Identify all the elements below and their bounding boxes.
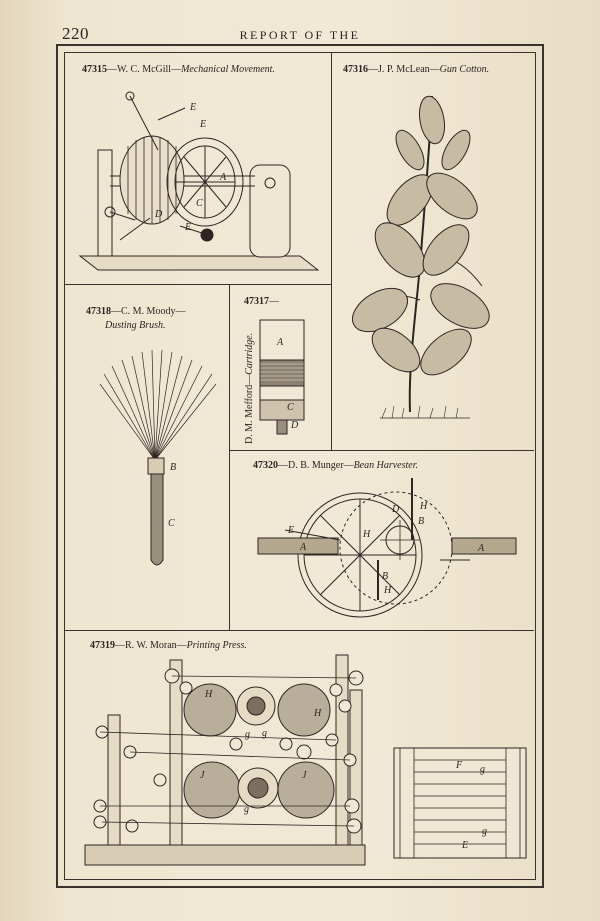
drawing-label: A bbox=[299, 542, 307, 553]
figure-caption-47319: 47319—R. W. Moran—Printing Press. bbox=[90, 640, 247, 651]
inventor: J. P. McLean bbox=[378, 64, 430, 75]
drawing-label: E bbox=[461, 840, 468, 851]
drawing-label: J bbox=[302, 770, 307, 781]
drawing-label: B bbox=[382, 571, 388, 582]
drawing-label: g bbox=[262, 728, 267, 739]
drawing-label: B bbox=[170, 462, 176, 473]
drawing-label: A bbox=[477, 543, 485, 554]
drawing-label: C bbox=[168, 518, 175, 529]
figure-caption-47315: 47315—W. C. McGill—Mechanical Movement. bbox=[82, 64, 275, 75]
drawing-label: D bbox=[154, 209, 163, 220]
plate-frame-inner bbox=[64, 52, 536, 880]
drawing-label: H bbox=[362, 529, 371, 540]
invention-title: Bean Harvester. bbox=[353, 460, 418, 471]
running-header: REPORT OF THE bbox=[239, 28, 361, 42]
drawing-label: g bbox=[244, 804, 249, 815]
inventor: C. M. Moody bbox=[121, 306, 176, 317]
invention-title: Mechanical Movement. bbox=[181, 64, 275, 75]
figure-caption-47318-title: Dusting Brush. bbox=[105, 320, 166, 331]
drawing-label: E bbox=[287, 525, 294, 536]
figure-caption-47318: 47318—C. M. Moody— bbox=[86, 306, 186, 317]
drawing-label: J bbox=[200, 770, 205, 781]
patent-number: 47315 bbox=[82, 64, 107, 75]
invention-title: Gun Cotton. bbox=[439, 64, 490, 75]
patent-number: 47319 bbox=[90, 640, 115, 651]
plate-frame-outer bbox=[56, 44, 544, 888]
figure-caption-47317: 47317— bbox=[244, 296, 279, 307]
invention-title: Printing Press. bbox=[186, 640, 247, 651]
divider-h-bottom bbox=[64, 630, 534, 631]
drawing-label: B bbox=[418, 516, 424, 527]
drawing-label: C bbox=[196, 198, 203, 209]
drawing-label: D bbox=[290, 420, 299, 431]
drawing-label: A bbox=[219, 172, 227, 183]
figure-caption-47316: 47316—J. P. McLean—Gun Cotton. bbox=[343, 64, 490, 75]
patent-number: 47318 bbox=[86, 306, 111, 317]
divider-h-left-top bbox=[64, 284, 331, 285]
figure-caption-47320: 47320—D. B. Munger—Bean Harvester. bbox=[253, 460, 418, 471]
invention-title: Dusting Brush. bbox=[105, 320, 166, 331]
inventor: R. W. Moran bbox=[125, 640, 177, 651]
drawing-label: E bbox=[199, 119, 206, 130]
drawing-label: H bbox=[313, 708, 322, 719]
drawing-label: E bbox=[189, 102, 196, 113]
drawing-label: g bbox=[245, 729, 250, 740]
drawing-label: H bbox=[204, 689, 213, 700]
drawing-label: C bbox=[287, 402, 294, 413]
drawing-label: F bbox=[455, 760, 463, 771]
divider-vertical-top bbox=[331, 52, 332, 450]
inventor: D. B. Munger bbox=[288, 460, 344, 471]
drawing-label: D bbox=[391, 504, 400, 515]
page-number: 220 bbox=[62, 24, 89, 43]
patent-number: 47317 bbox=[244, 296, 269, 307]
inventor: W. C. McGill bbox=[117, 64, 172, 75]
patent-number: 47320 bbox=[253, 460, 278, 471]
divider-h-right-mid bbox=[229, 450, 534, 451]
divider-v-mid-left bbox=[229, 284, 230, 630]
drawing-label: H bbox=[419, 501, 428, 512]
drawing-label: A bbox=[276, 337, 284, 348]
patent-number: 47316 bbox=[343, 64, 368, 75]
drawing-label: g bbox=[480, 764, 485, 775]
drawing-label: E bbox=[184, 222, 191, 233]
drawing-label: H bbox=[383, 585, 392, 596]
drawing-label: g bbox=[482, 826, 487, 837]
